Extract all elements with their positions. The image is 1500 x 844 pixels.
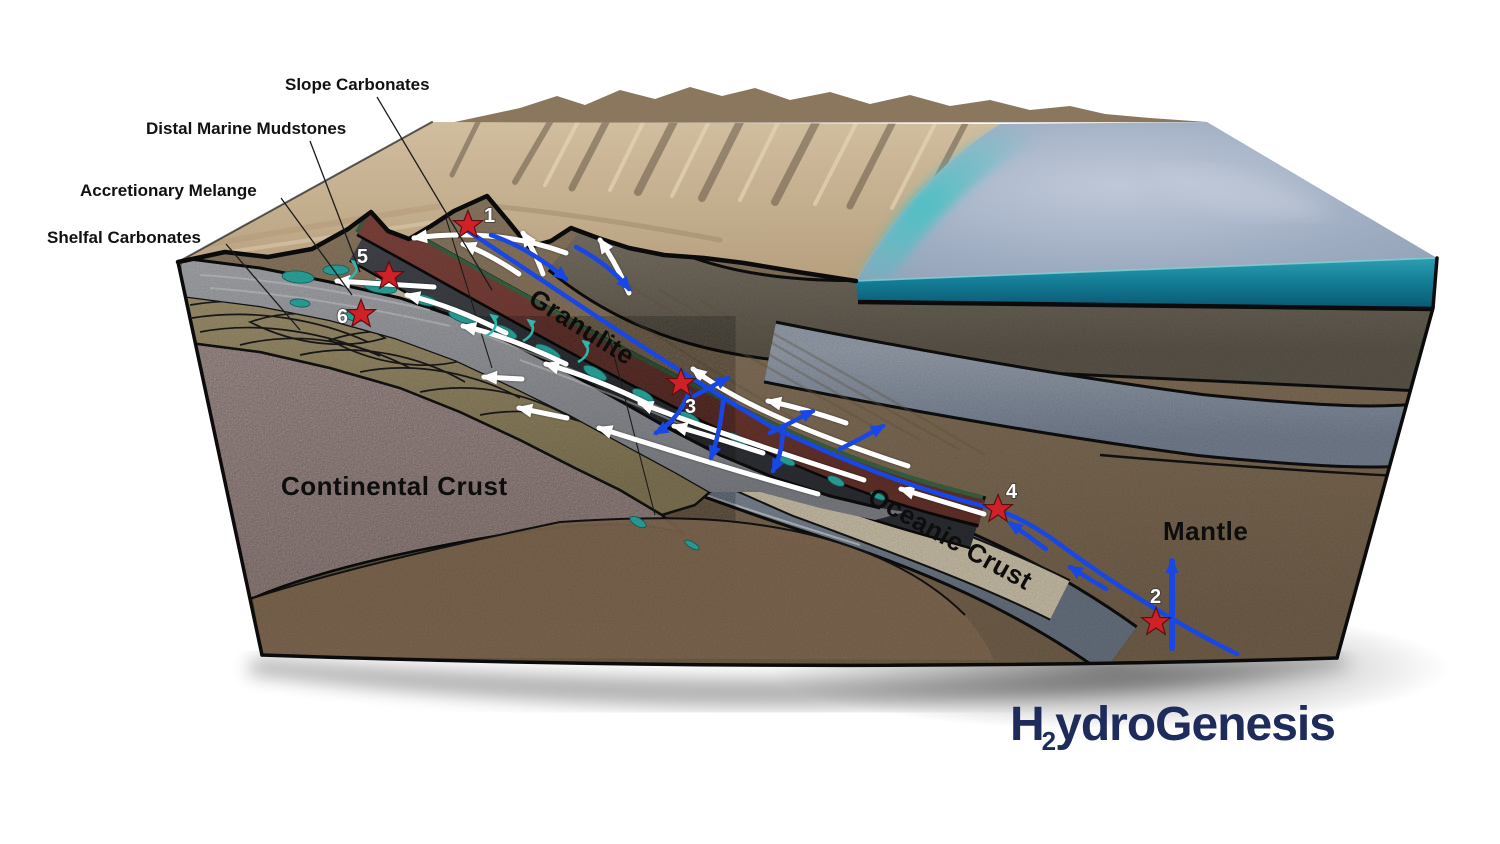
star-2-number: 2 bbox=[1150, 586, 1161, 608]
distal-mudstones-leader bbox=[309, 140, 361, 273]
hydrogenesis-logo: H2ydroGenesis bbox=[1010, 698, 1335, 756]
star-3-number: 3 bbox=[685, 396, 696, 418]
coastline-shallows bbox=[856, 126, 1052, 281]
star-6-number: 6 bbox=[337, 306, 348, 328]
star-4-number: 4 bbox=[1006, 481, 1018, 503]
slope-carbonates-leader bbox=[376, 96, 493, 291]
right-edge bbox=[1335, 256, 1439, 660]
surface-left-edge bbox=[177, 121, 433, 263]
mantle-label: Mantle bbox=[1163, 516, 1248, 546]
accretionary-melange-leader bbox=[280, 197, 353, 296]
water-front-face bbox=[855, 257, 1438, 312]
star-1-number: 1 bbox=[484, 205, 495, 227]
fluid-path-blue-arrows bbox=[465, 228, 1240, 657]
logo-h: H bbox=[1010, 698, 1044, 751]
star-5-number: 5 bbox=[357, 246, 368, 268]
terrain-silhouette bbox=[175, 193, 859, 284]
distal-marine-mudstones-label: Distal Marine Mudstones bbox=[146, 119, 346, 138]
mountain-skyline bbox=[450, 87, 1207, 123]
shelfal-carbonates-label: Shelfal Carbonates bbox=[47, 228, 201, 247]
logo-suffix: ydroGenesis bbox=[1055, 698, 1335, 751]
shelfal-carbonates-leader bbox=[225, 243, 301, 331]
accretionary-melange-label: Accretionary Melange bbox=[80, 181, 257, 200]
left-edge bbox=[176, 260, 264, 657]
teal-hook-arrows bbox=[348, 259, 591, 364]
block-outline bbox=[175, 121, 1439, 668]
bottom-edge bbox=[260, 653, 1339, 668]
seafloor-edge bbox=[857, 299, 1434, 312]
star-markers: 1 2 3 4 5 6 bbox=[336, 204, 1172, 635]
slope-carbonates-label: Slope Carbonates bbox=[285, 75, 430, 94]
continental-crust-label: Continental Crust bbox=[281, 471, 508, 501]
fluid-channel-line bbox=[465, 228, 1240, 657]
annotation-labels: Slope Carbonates Distal Marine Mudstones… bbox=[47, 75, 430, 247]
leader-lines bbox=[225, 96, 493, 331]
top-surface bbox=[178, 87, 1437, 281]
logo-subscript-2: 2 bbox=[1042, 726, 1056, 756]
ocean-reflection bbox=[1150, 167, 1330, 218]
